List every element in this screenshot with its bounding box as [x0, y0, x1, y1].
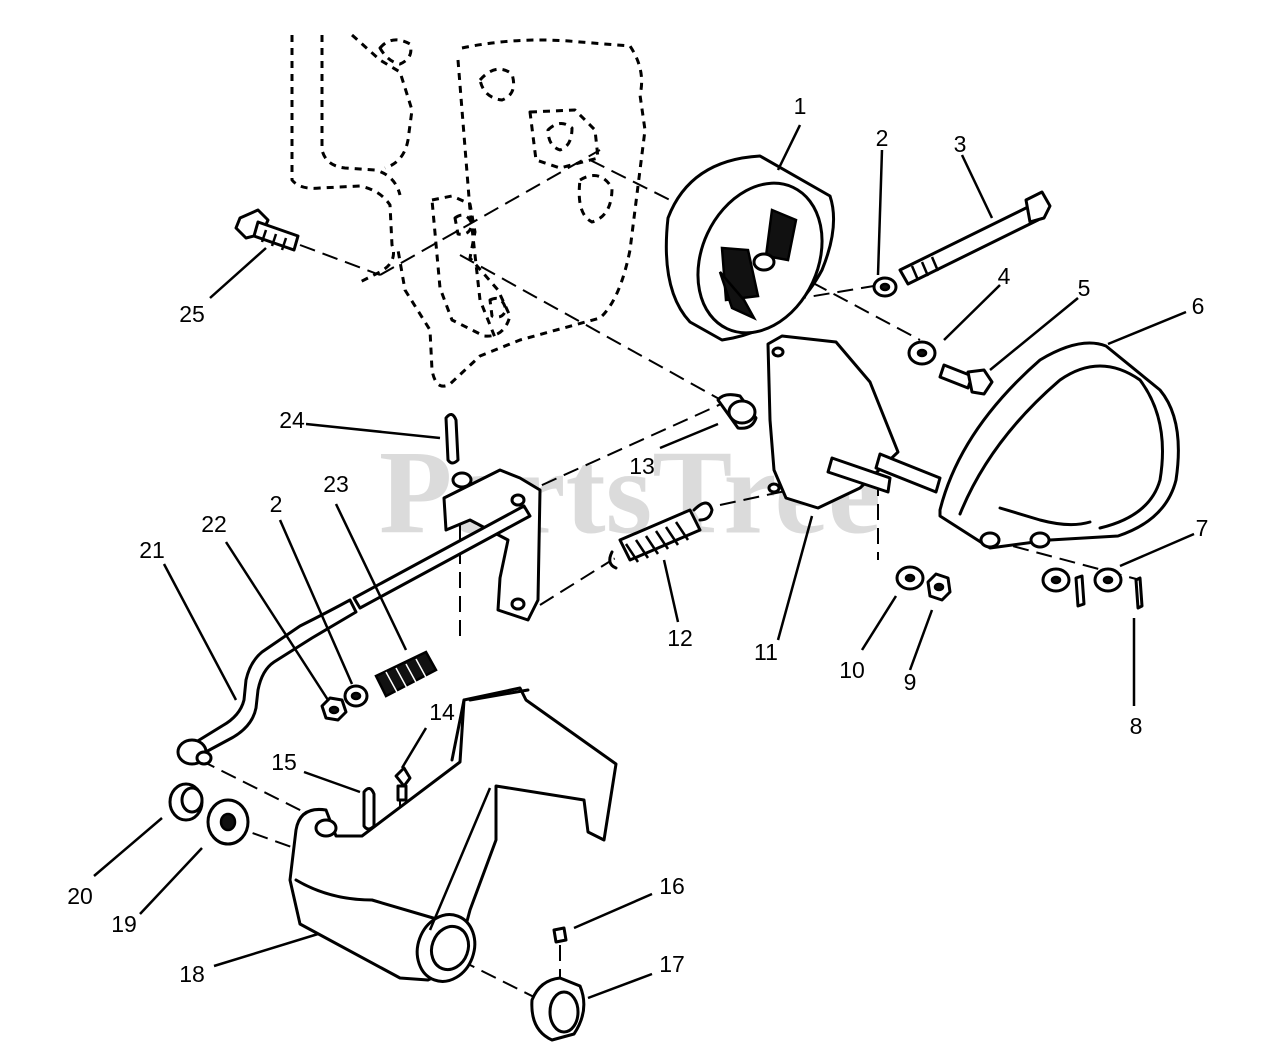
- brake-band-part-6: [938, 341, 1180, 550]
- brake-lever-arm: [442, 468, 542, 622]
- callout-labels: 1 2 3 4 5 6 7 8 9 10 11 12 13 14 15 16 1…: [67, 93, 1208, 987]
- callout-23: 23: [323, 471, 349, 497]
- washer-part-2-lower: [343, 684, 369, 708]
- bracket-part-11: [766, 334, 900, 510]
- callout-2-lower: 2: [270, 491, 283, 517]
- leader-lines: [93, 124, 1195, 1000]
- collar-part-20: [168, 782, 204, 822]
- callout-19: 19: [111, 911, 137, 937]
- spring-part-23: [374, 650, 438, 698]
- callout-13: 13: [629, 453, 655, 479]
- engine-frame-phantom: [290, 33, 647, 388]
- cotter-pin-part-24: [444, 413, 460, 465]
- cotter-pin-part-15: [362, 787, 376, 831]
- bolt-part-5: [938, 363, 994, 396]
- pedal-part-18: [288, 686, 618, 983]
- callout-4: 4: [998, 263, 1011, 289]
- callout-20: 20: [67, 883, 93, 909]
- callout-7: 7: [1196, 515, 1209, 541]
- callout-14: 14: [429, 699, 455, 725]
- pulley-part-1: [664, 154, 836, 342]
- bolt-part-25: [234, 208, 300, 252]
- washer-part-2-upper: [872, 276, 898, 298]
- washer-part-7: [1093, 567, 1123, 593]
- callout-21: 21: [139, 537, 165, 563]
- callout-8: 8: [1130, 713, 1143, 739]
- callout-9: 9: [904, 669, 917, 695]
- spring-part-12: [608, 501, 714, 570]
- pins-bracket: [826, 452, 942, 494]
- callout-15: 15: [271, 749, 297, 775]
- nut-part-22: [320, 696, 348, 722]
- callout-25: 25: [179, 301, 205, 327]
- collar-part-17: [530, 976, 586, 1042]
- callout-2-upper: 2: [876, 125, 889, 151]
- nut-part-9: [926, 572, 952, 602]
- washer-part-4: [907, 340, 937, 366]
- callout-10: 10: [839, 657, 865, 683]
- callout-22: 22: [201, 511, 227, 537]
- bushing-part-13: [716, 393, 758, 430]
- callout-12: 12: [667, 625, 693, 651]
- washer-part-10: [895, 565, 925, 591]
- callout-24: 24: [279, 407, 305, 433]
- callout-11: 11: [754, 639, 778, 665]
- bolt-part-3: [898, 190, 1052, 286]
- callout-18: 18: [179, 961, 205, 987]
- grease-fitting-part-14: [394, 766, 412, 802]
- callout-1: 1: [794, 93, 807, 119]
- rod-part-21: [176, 504, 532, 766]
- callout-3: 3: [954, 131, 967, 157]
- washer-part-19: [206, 798, 250, 846]
- washer-part-7b: [1041, 567, 1086, 608]
- pin-part-8: [1134, 576, 1144, 610]
- callout-16: 16: [659, 873, 685, 899]
- callout-17: 17: [659, 951, 685, 977]
- set-screw-part-16: [552, 926, 568, 944]
- callout-6: 6: [1192, 293, 1205, 319]
- callout-5: 5: [1078, 275, 1091, 301]
